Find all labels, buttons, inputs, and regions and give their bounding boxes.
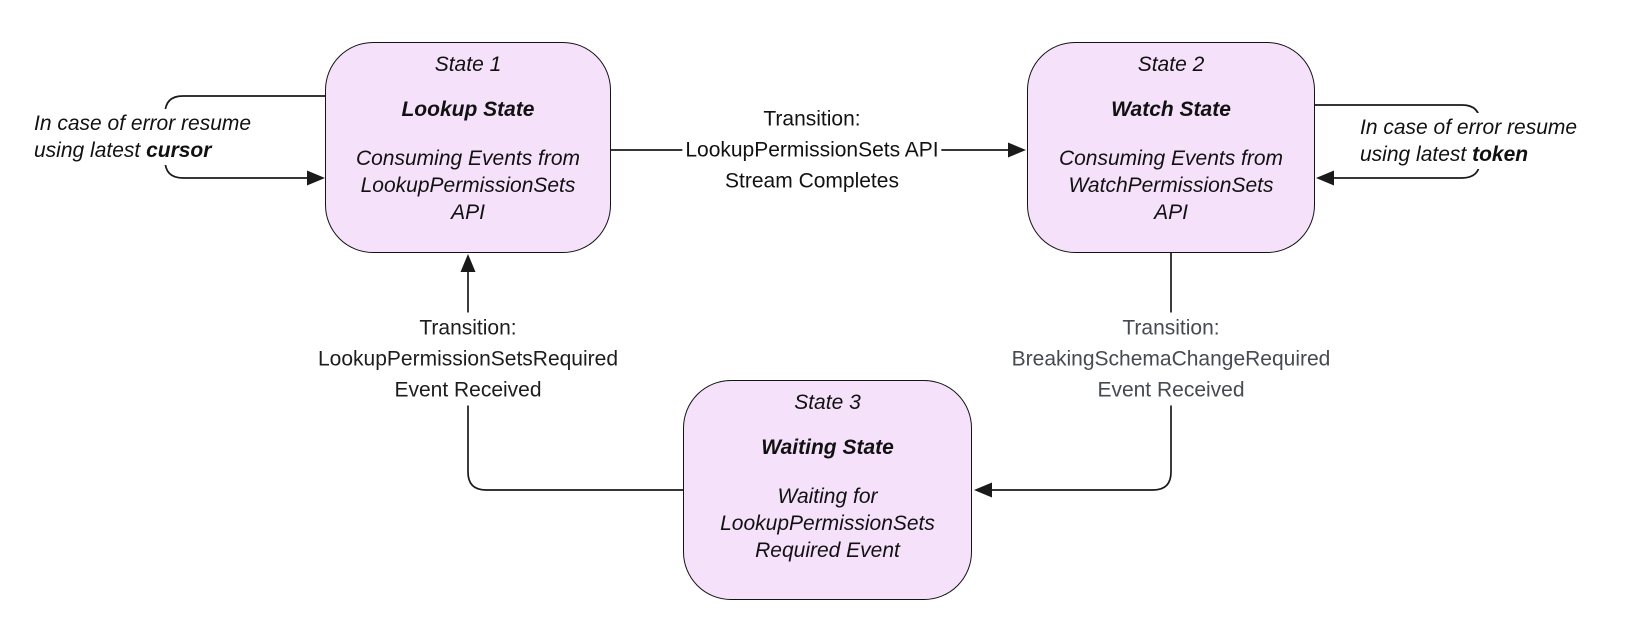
state-description: Waiting for LookupPermissionSets Require… — [720, 485, 935, 562]
transition-label-watch-to-waiting: Transition: BreakingSchemaChangeRequired… — [1006, 312, 1336, 406]
transition-label-line: Transition: — [419, 316, 517, 340]
state-description: Consuming Events from LookupPermissionSe… — [355, 147, 581, 224]
error-loop-keyword: token — [1472, 143, 1529, 166]
transition-label-waiting-to-lookup: Transition: LookupPermissionSetsRequired… — [313, 312, 623, 406]
transition-label-lookup-to-watch: Transition: LookupPermissionSets API Str… — [682, 104, 942, 197]
state-name: Watch State — [1111, 98, 1231, 121]
error-loop-text: In case of error resume using latest — [34, 112, 252, 162]
error-loop-label-lookup: In case of error resume using latest cur… — [30, 109, 256, 165]
state-node-lookup: State 1 Lookup State Consuming Events fr… — [325, 42, 611, 253]
transition-label-line: LookupPermissionSets API — [682, 134, 942, 166]
state-name: Waiting State — [761, 436, 894, 459]
transition-label-line: Event Received — [1097, 378, 1245, 402]
state-title: State 1 — [434, 53, 502, 76]
state-title: State 3 — [794, 391, 861, 414]
error-loop-keyword: cursor — [146, 139, 212, 162]
transition-label-line: Event Received — [394, 378, 542, 402]
state-node-waiting: State 3 Waiting State Waiting for Lookup… — [683, 380, 972, 600]
arrow-watch-to-waiting-head — [974, 482, 992, 498]
state-description: Consuming Events from WatchPermissionSet… — [1058, 147, 1284, 224]
arrow-watch-to-waiting-line — [992, 253, 1172, 491]
state-node-watch: State 2 Watch State Consuming Events fro… — [1027, 42, 1315, 253]
arrow-waiting-to-lookup-head — [460, 254, 476, 272]
transition-label-line: LookupPermissionSetsRequired — [318, 347, 618, 371]
state-name: Lookup State — [401, 98, 535, 121]
arrow-waiting-to-lookup-line — [467, 272, 683, 491]
transition-label-line: Transition: — [763, 107, 861, 131]
transition-label-line: Stream Completes — [725, 169, 899, 193]
error-loop-label-watch: In case of error resume using latest tok… — [1356, 113, 1582, 169]
transition-label-line: Transition: — [1122, 316, 1220, 340]
error-loop-text: In case of error resume using latest — [1360, 116, 1578, 166]
transition-label-line: BreakingSchemaChangeRequired — [1011, 347, 1331, 371]
loop-watch-error-head — [1316, 170, 1334, 186]
loop-lookup-error-head — [307, 170, 325, 186]
arrow-lookup-to-watch-head — [1008, 142, 1026, 158]
state-title: State 2 — [1137, 53, 1205, 76]
